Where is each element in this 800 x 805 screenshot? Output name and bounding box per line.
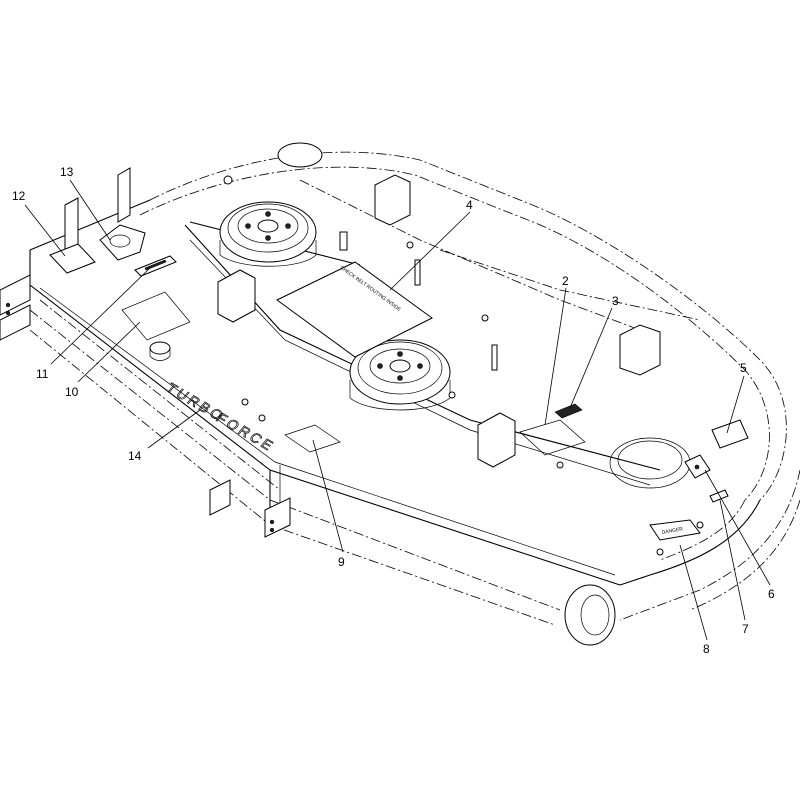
decal-13 bbox=[99, 224, 146, 261]
callout-10: 10 bbox=[65, 385, 79, 399]
callout-3: 3 bbox=[612, 294, 619, 308]
decal-10 bbox=[121, 291, 191, 341]
callout-13: 13 bbox=[60, 165, 74, 179]
callout-14: 14 bbox=[128, 449, 142, 463]
callout-labels: 2 3 4 5 6 7 8 9 10 11 12 13 14 bbox=[12, 165, 775, 656]
callout-6: 6 bbox=[768, 587, 775, 601]
callout-7: 7 bbox=[742, 622, 749, 636]
center-spindle-pulley bbox=[349, 339, 451, 411]
decal-7 bbox=[709, 489, 729, 503]
callout-12: 12 bbox=[12, 189, 26, 203]
decal-3 bbox=[554, 403, 583, 419]
leader-lines bbox=[24, 179, 771, 641]
left-spindle-pulley bbox=[219, 201, 317, 267]
callout-5: 5 bbox=[740, 361, 747, 375]
deck-brackets bbox=[0, 142, 711, 646]
right-spindle-opening bbox=[609, 437, 691, 489]
callout-9: 9 bbox=[338, 555, 345, 569]
callout-11: 11 bbox=[36, 367, 49, 381]
deck-decal-large bbox=[276, 261, 433, 358]
decal-12 bbox=[49, 243, 96, 274]
danger-decal-text: DANGER bbox=[661, 526, 683, 536]
callout-8: 8 bbox=[703, 642, 710, 656]
decal-5 bbox=[711, 419, 749, 449]
callout-4: 4 bbox=[466, 198, 473, 212]
brand-word-force: FORCE bbox=[213, 410, 279, 454]
decal-2 bbox=[519, 419, 586, 456]
danger-decal bbox=[649, 519, 701, 541]
callout-2: 2 bbox=[562, 274, 569, 288]
decal-9 bbox=[284, 424, 341, 453]
